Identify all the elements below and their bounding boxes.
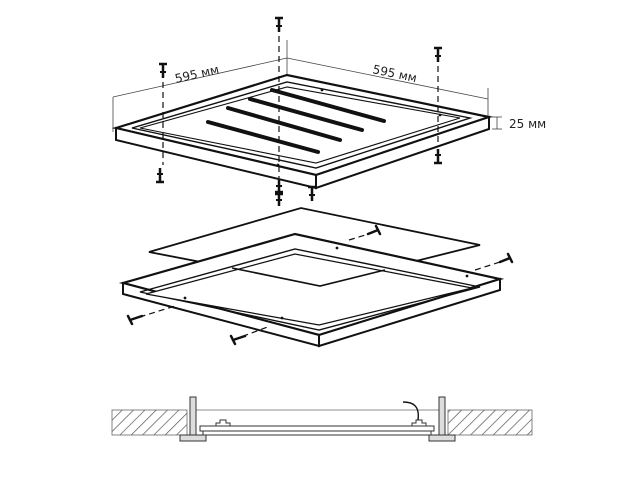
mounting-frame (118, 232, 505, 348)
screw-icon (306, 185, 318, 203)
ceiling-right (447, 409, 533, 436)
ceiling-left (111, 409, 188, 436)
screw-icon (432, 147, 444, 165)
power-cable (402, 401, 419, 421)
panel-top-view: 595 мм 595 мм 25 мм (111, 16, 546, 196)
cross-section-view (111, 396, 533, 442)
width-label-left: 595 мм (174, 62, 221, 86)
frame-brackets (179, 396, 456, 442)
screw-icon (157, 62, 169, 80)
panel-section (199, 419, 435, 436)
width-label-right: 595 мм (371, 62, 418, 85)
led-panel (111, 73, 494, 190)
screw-icon (154, 166, 166, 184)
screw-icon (366, 224, 382, 236)
panel-screw-holes (276, 88, 442, 167)
vertical-screws (154, 16, 444, 196)
height-label: 25 мм (509, 117, 546, 131)
frame-exploded-view (118, 185, 514, 348)
side-screws (126, 224, 514, 346)
dimension-lines (112, 40, 502, 132)
screw-icon (229, 334, 247, 346)
led-strips (206, 88, 386, 154)
screw-icon (498, 252, 514, 264)
screw-icon (432, 46, 444, 64)
screw-icon (273, 16, 285, 34)
screw-icon (126, 314, 144, 326)
short-screws (273, 185, 318, 208)
